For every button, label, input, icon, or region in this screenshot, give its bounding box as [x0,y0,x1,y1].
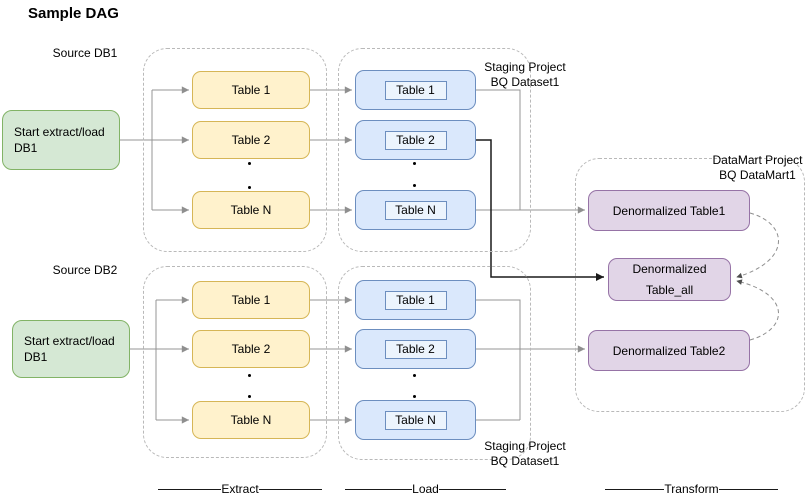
load1-table1-chip: Table 1 [384,80,447,100]
load2-table1-node: Table 1 [355,280,476,320]
staging-caption-2: Staging Project BQ Dataset1 [455,439,595,469]
load2-tableN-node: Table N [355,400,476,440]
denormalized-table2-node: Denormalized Table2 [588,330,750,371]
diagram-title: Sample DAG [28,5,119,22]
extract2-table2-node: Table 2 [192,330,310,368]
stage-line [158,488,222,490]
ellipsis-dot [413,374,416,377]
start-node-db2-line2: DB1 [24,350,48,364]
extract1-tableN-node: Table N [192,191,310,229]
source-db1-label: Source DB1 [52,46,118,60]
datamart-caption-line2: BQ DataMart1 [719,168,796,182]
ellipsis-dot [413,395,416,398]
denormalized-table-all-node: Denormalized Table_all [608,258,731,301]
source-db2-label: Source DB2 [52,263,118,277]
extract-container-1 [143,48,327,252]
load2-table2-node: Table 2 [355,329,476,369]
ellipsis-dot [248,162,251,165]
load2-tableN-chip: Table N [384,410,447,430]
stage-label-extract: Extract [158,482,322,496]
denormalized-table-all-line1: Denormalized [632,261,707,276]
datamart-container [575,158,805,412]
load2-table1-chip: Table 1 [384,290,447,310]
start-node-db1-line1: Start extract/load [14,125,105,139]
stage-load-text: Load [412,482,439,496]
ellipsis-dot [413,184,416,187]
datamart-caption: DataMart Project BQ DataMart1 [700,153,811,183]
stage-line [345,488,413,490]
ellipsis-dot [248,395,251,398]
denormalized-table1-node: Denormalized Table1 [588,190,750,231]
extract2-tableN-node: Table N [192,401,310,439]
ellipsis-dot [248,374,251,377]
ellipsis-dot [248,186,251,189]
load1-tableN-node: Table N [355,190,476,230]
stage-label-transform: Transform [605,482,779,496]
denormalized-table-all-line2: Table_all [645,282,694,297]
load-container-1 [338,48,531,252]
start-node-db1-line2: DB1 [14,141,38,155]
stage-label-load: Load [345,482,507,496]
staging-caption-2-line2: BQ Dataset1 [490,454,560,468]
start-node-db1: Start extract/load DB1 [2,110,120,170]
stage-line [258,488,322,490]
ellipsis-dot [413,162,416,165]
load1-table2-node: Table 2 [355,120,476,160]
start-node-db2: Start extract/load DB1 [12,320,130,378]
datamart-caption-line1: DataMart Project [712,153,803,167]
extract1-table2-node: Table 2 [192,121,310,159]
load1-tableN-chip: Table N [384,200,447,220]
staging-caption-1-line1: Staging Project [484,60,566,74]
extract-container-2 [143,266,327,458]
stage-extract-text: Extract [221,482,259,496]
stage-line [605,488,665,490]
extract2-table1-node: Table 1 [192,281,310,319]
load1-table2-chip: Table 2 [384,130,447,150]
stage-line [718,488,779,490]
stage-line [438,488,507,490]
staging-caption-1: Staging Project BQ Dataset1 [455,60,595,90]
staging-caption-2-line1: Staging Project [484,439,566,453]
load2-table2-chip: Table 2 [384,339,447,359]
start-node-db2-line1: Start extract/load [24,334,115,348]
stage-transform-text: Transform [664,482,719,496]
load-container-2 [338,266,531,460]
extract1-table1-node: Table 1 [192,71,310,109]
staging-caption-1-line2: BQ Dataset1 [490,75,560,89]
load1-table1-node: Table 1 [355,70,476,110]
